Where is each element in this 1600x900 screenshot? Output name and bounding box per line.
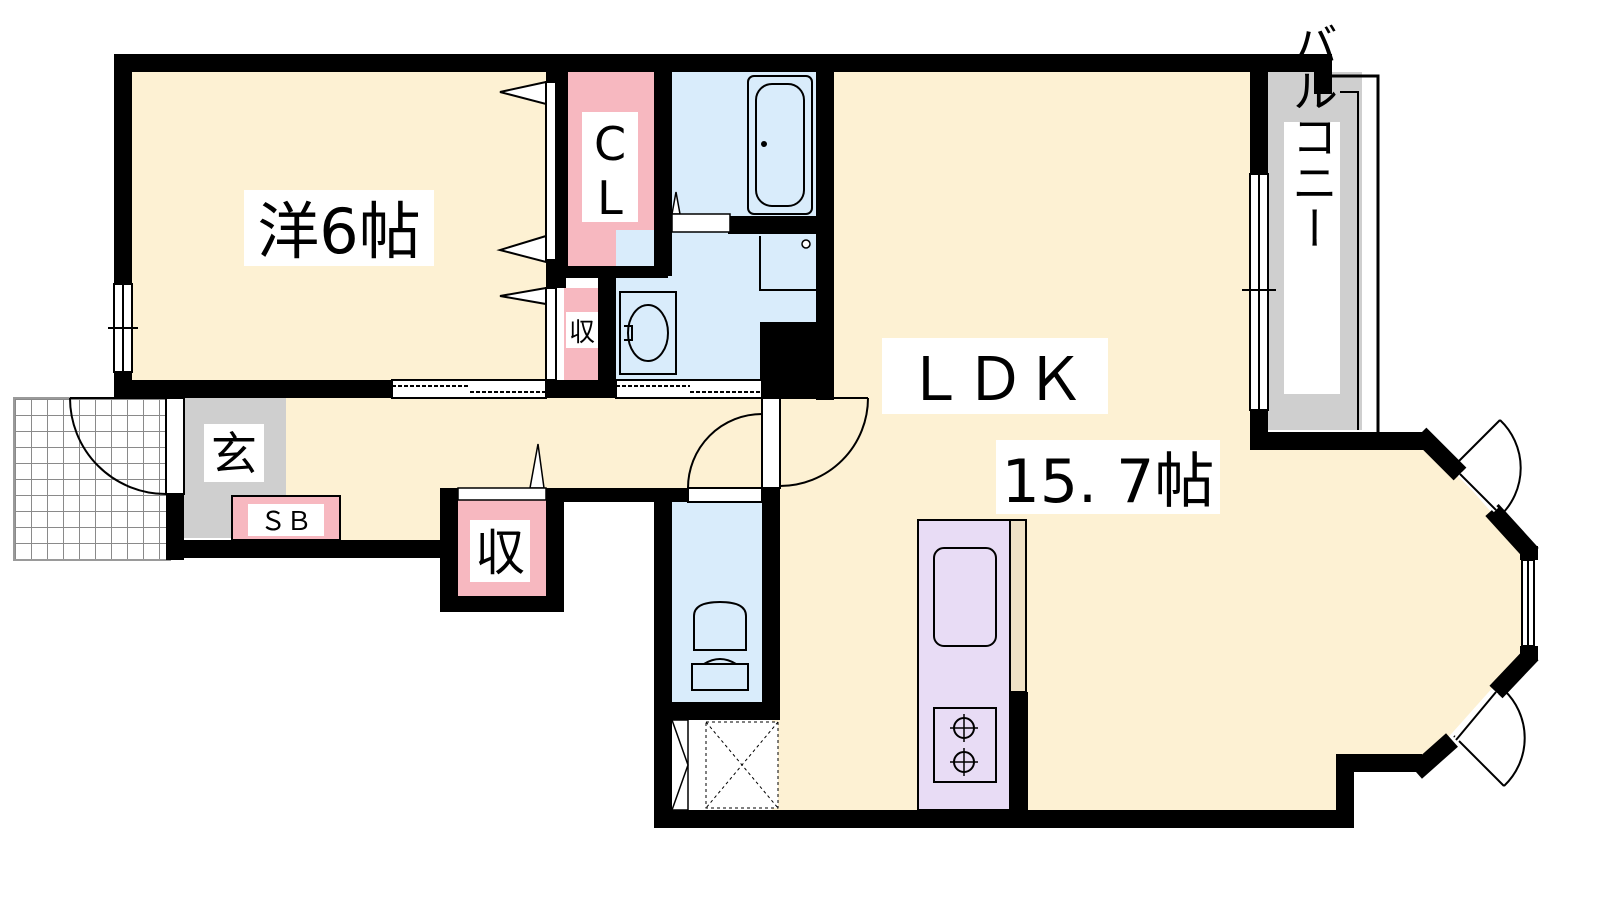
western-window (108, 283, 138, 373)
bay-wall-lower (1489, 647, 1539, 699)
balcony-label: バルコニー (1285, 21, 1339, 251)
bathtub-icon (747, 75, 813, 215)
bay-door-upper (1453, 419, 1522, 517)
ldk-label: ＬＤＫ (905, 345, 1085, 415)
ldk-door (761, 397, 869, 489)
balcony-window (1242, 173, 1276, 411)
ldk-size-label: 15. 7帖 (1002, 447, 1215, 517)
western-room-sliding-door (391, 379, 547, 399)
storage-hall-label: 収 (475, 524, 525, 582)
bay-window-front (1521, 559, 1535, 647)
shoe-box-label: ＳＢ (260, 507, 312, 537)
storage-side-door (671, 719, 689, 811)
washroom-sliding-door (615, 379, 763, 399)
storage-cross-area (705, 721, 779, 809)
closet-label-c: C (594, 117, 626, 171)
western-room-label: 洋6帖 (257, 195, 420, 268)
hallway-floor (284, 398, 776, 490)
kitchen-sink-icon (933, 547, 997, 647)
washbasin-icon (619, 291, 677, 375)
washing-machine-space-icon (759, 236, 816, 291)
stove-icon (933, 707, 997, 783)
bay-door-lower (1453, 689, 1526, 787)
balcony-rail (1330, 74, 1380, 432)
closet-folding-doors (496, 80, 557, 381)
closet-label-l: L (597, 171, 623, 225)
bay-wall-upper (1413, 427, 1467, 481)
toilet-icon (691, 600, 749, 691)
exterior-tile-area (13, 397, 171, 561)
entrance-label: 玄 (211, 427, 257, 481)
storage-small-label: 収 (569, 318, 595, 348)
entrance-door (69, 397, 185, 495)
